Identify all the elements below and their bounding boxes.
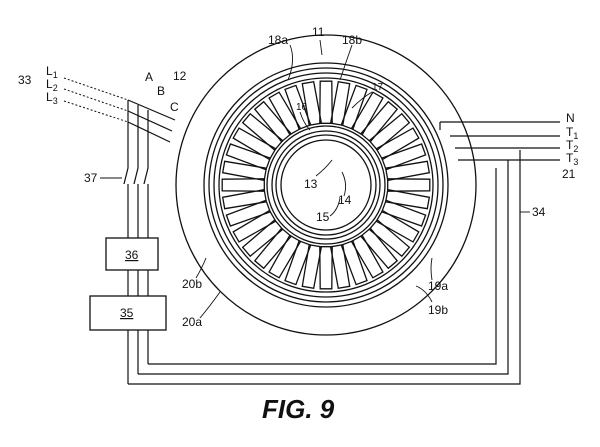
output-lines bbox=[439, 121, 560, 161]
label-16: 16 bbox=[296, 102, 308, 113]
label-13: 13 bbox=[304, 177, 318, 191]
stator-slot bbox=[368, 218, 411, 258]
label-34: 34 bbox=[532, 205, 546, 219]
stator-slot bbox=[375, 209, 420, 243]
stator-slot bbox=[253, 100, 293, 143]
label-15: 15 bbox=[316, 210, 330, 224]
switch-37 bbox=[123, 167, 149, 185]
stator-slot bbox=[340, 84, 368, 131]
label-21: 21 bbox=[562, 167, 576, 181]
stator-slot bbox=[268, 91, 302, 136]
stator-slot bbox=[301, 80, 323, 127]
stator-ring-outer bbox=[203, 62, 449, 308]
leader-lines bbox=[100, 39, 530, 319]
stator-slot bbox=[232, 127, 277, 161]
box-35 bbox=[89, 295, 167, 331]
stator-slot bbox=[241, 218, 284, 258]
stator-slot bbox=[319, 246, 333, 290]
figure-caption: FIG. 9 bbox=[262, 394, 335, 424]
label-20a: 20a bbox=[182, 315, 202, 329]
supply-lines bbox=[63, 77, 129, 123]
stator-slot bbox=[384, 188, 431, 210]
label-T3: T3 bbox=[566, 151, 578, 167]
stator-slot bbox=[241, 112, 284, 152]
label-T2: T2 bbox=[566, 138, 578, 154]
label-37: 37 bbox=[84, 171, 98, 185]
stator-slot bbox=[387, 178, 431, 192]
label-B: B bbox=[157, 84, 165, 98]
stator-slot bbox=[375, 127, 420, 161]
label-20b: 20b bbox=[182, 277, 202, 291]
stator-slot bbox=[380, 199, 427, 227]
stator-slot bbox=[225, 143, 272, 171]
bore-ring-2 bbox=[275, 134, 377, 236]
slot-ring-inner bbox=[266, 125, 386, 245]
stator-ring-3 bbox=[213, 72, 439, 298]
label-11: 11 bbox=[312, 25, 325, 39]
housing-outer-circle bbox=[175, 34, 477, 336]
stator-slots bbox=[221, 80, 431, 290]
stator-slot bbox=[253, 227, 293, 270]
stator-slot bbox=[350, 234, 384, 279]
stator-slot bbox=[268, 234, 302, 279]
label-C: C bbox=[170, 100, 179, 114]
stator-slot bbox=[329, 80, 351, 127]
stator-slot bbox=[301, 243, 323, 290]
label-18a: 18a bbox=[268, 33, 288, 47]
wiring-abc bbox=[127, 99, 521, 385]
label-12: 12 bbox=[173, 69, 187, 83]
stator-slot bbox=[359, 100, 399, 143]
label-T1: T1 bbox=[566, 125, 578, 141]
stator-slot bbox=[221, 160, 268, 182]
stator-slot bbox=[225, 199, 272, 227]
stator-slot bbox=[221, 178, 265, 192]
label-33: 33 bbox=[18, 73, 32, 87]
switch-37-gap bbox=[126, 168, 150, 184]
stator-slot bbox=[232, 209, 277, 243]
label-19b: 19b bbox=[428, 303, 448, 317]
stator-ring-2 bbox=[208, 67, 444, 303]
stator-slot bbox=[221, 188, 268, 210]
stator-slot bbox=[368, 112, 411, 152]
label-36: 36 bbox=[125, 248, 139, 262]
slot-ring-outer bbox=[218, 77, 434, 293]
bore-ring-3 bbox=[280, 139, 372, 231]
label-A: A bbox=[145, 70, 153, 84]
stator-slot bbox=[340, 239, 368, 286]
stator-slot bbox=[350, 91, 384, 136]
label-19a: 19a bbox=[428, 279, 448, 293]
stator-slot bbox=[329, 243, 351, 290]
bore-ring-1 bbox=[271, 130, 381, 240]
label-17: 17 bbox=[372, 82, 384, 93]
label-14: 14 bbox=[338, 193, 352, 207]
stator-slot bbox=[284, 239, 312, 286]
label-L2: L2 bbox=[46, 77, 58, 93]
label-L3: L3 bbox=[46, 90, 58, 106]
box-36 bbox=[105, 237, 159, 271]
label-N: N bbox=[566, 111, 575, 125]
stator-slot bbox=[359, 227, 399, 270]
stator-slot bbox=[380, 143, 427, 171]
label-L1: L1 bbox=[46, 64, 58, 80]
label-18b: 18b bbox=[342, 33, 362, 47]
stator-slot bbox=[319, 80, 333, 124]
label-35: 35 bbox=[120, 306, 134, 320]
stator-slot bbox=[384, 160, 431, 182]
